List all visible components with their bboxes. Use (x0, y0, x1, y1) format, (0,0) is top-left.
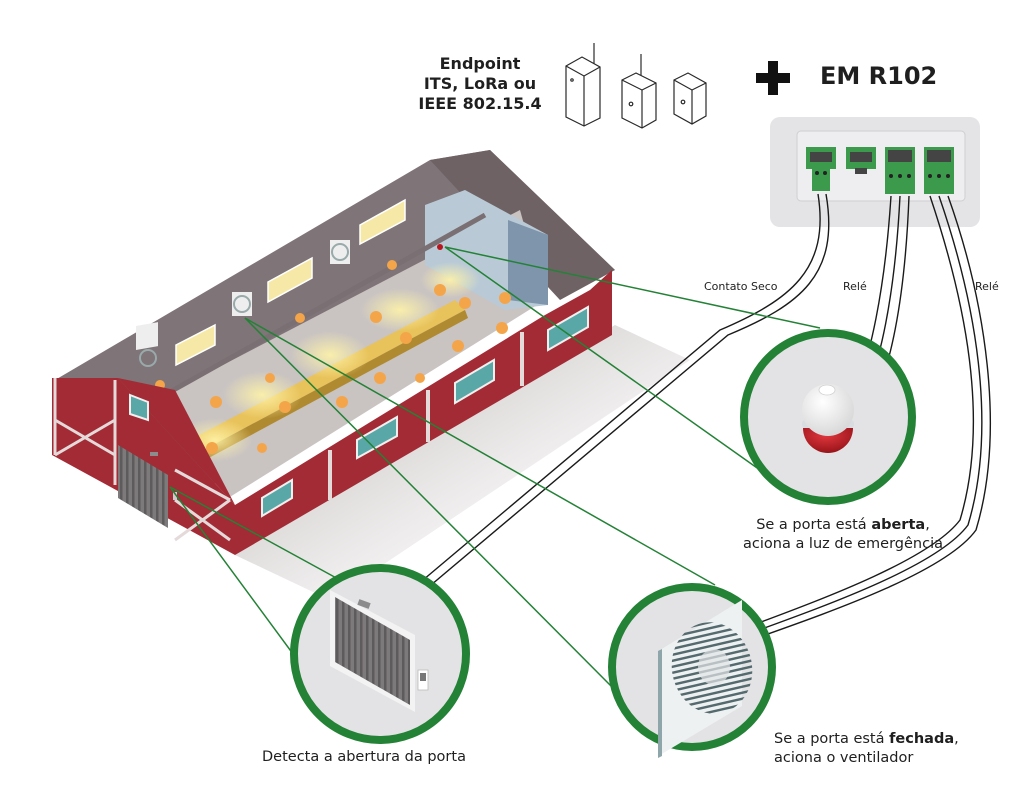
front-windows (261, 305, 589, 518)
wire-label-relay-2: Relé (975, 280, 999, 293)
terminal-relay-2 (924, 147, 954, 194)
endpoint-title-line1: Endpoint (439, 54, 521, 73)
upper-windows (175, 198, 406, 367)
barn-shadow (235, 325, 690, 600)
cold-room-side (508, 220, 548, 305)
callout-lines (169, 246, 821, 691)
endpoint-device-medium-icon (621, 54, 657, 129)
wire-relay-fan (744, 195, 991, 641)
callout-door-2 (169, 486, 297, 659)
chickens (155, 260, 511, 454)
wire-dry-contact (384, 193, 830, 618)
poultry-barn-illustration (52, 150, 690, 600)
plus-icon (756, 61, 790, 95)
caption-bold: aberta (871, 517, 926, 533)
endpoint-device-small-icon (673, 72, 707, 125)
door-sensor-icon (330, 590, 429, 712)
door-keypad-small (173, 492, 177, 500)
terminal-relay-1 (885, 147, 915, 194)
caption-fan: Se a porta está fechada, aciona o ventil… (774, 730, 959, 768)
caption-door-sensor: Detecta a abertura da porta (262, 749, 466, 765)
callout-emergency-light-2 (444, 246, 761, 471)
endpoint-title-line2: ITS, LoRa ou (423, 74, 537, 93)
caption-text: , (925, 517, 930, 533)
wire-label-dry-contact: Contato Seco (704, 280, 778, 293)
caption-text: , (954, 731, 959, 747)
endpoint-devices (565, 43, 707, 129)
caption-text: Se a porta está (756, 517, 872, 533)
feeder-trough-shadow (200, 310, 468, 460)
callout-door-1 (169, 486, 341, 581)
terminal-dry-contact (806, 147, 836, 191)
emergency-light-small (437, 244, 443, 250)
wall-fans (136, 240, 350, 367)
lamp-rail (168, 212, 487, 395)
detail-circle-emergency-light (740, 329, 916, 505)
endpoint-title: Endpoint ITS, LoRa ou IEEE 802.15.4 (418, 54, 542, 114)
callout-fan-2 (244, 317, 616, 691)
endpoint-device-large-icon (565, 43, 601, 127)
wire-label-relay-1: Relé (843, 280, 867, 293)
controller-title: EM R102 (820, 62, 938, 90)
terminal-unused (846, 147, 876, 174)
caption-fan-line2: aciona o ventilador (774, 750, 914, 766)
caption-emergency-light-line2: aciona a luz de emergência (743, 536, 943, 552)
gable-window (129, 393, 149, 422)
em-r102-controller (770, 117, 980, 227)
caption-fan-line1: Se a porta está fechada, (774, 730, 959, 749)
detail-circle-door-sensor (290, 564, 470, 744)
barn-door[interactable] (118, 445, 168, 528)
callout-fan-1 (244, 317, 716, 586)
emergency-light-icon (802, 384, 854, 453)
caption-text: Se a porta está (774, 731, 890, 747)
caption-emergency-light: Se a porta está aberta, aciona a luz de … (718, 516, 968, 554)
door-sensor-small (150, 452, 158, 456)
detail-circle-fan (608, 583, 776, 758)
caption-bold: fechada (889, 731, 955, 747)
endpoint-title-line3: IEEE 802.15.4 (418, 94, 542, 113)
caption-emergency-light-line1: Se a porta está aberta, (718, 516, 968, 535)
callout-emergency-light-1 (444, 246, 821, 329)
front-wall-posts (328, 332, 524, 500)
